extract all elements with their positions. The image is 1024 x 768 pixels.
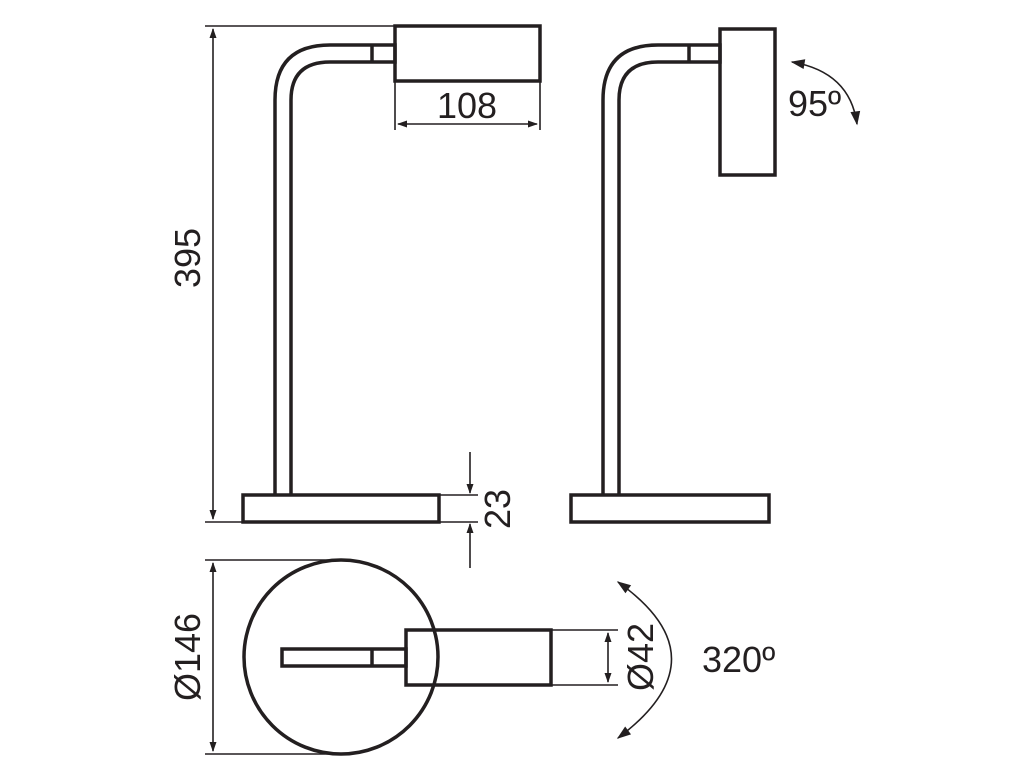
top-view-lamp-head	[404, 628, 553, 687]
shade-length-dimension: 108	[394, 81, 541, 130]
swivel-rotation-arrow	[616, 581, 673, 739]
shade-diameter-label: Ø42	[620, 623, 661, 691]
top-view-arm	[280, 647, 408, 668]
tilt-rotation-arrow	[790, 59, 861, 126]
side-view-lamp-head	[718, 27, 777, 177]
shade-diameter-dimension: Ø42	[551, 623, 661, 691]
base-height-dimension: 23	[439, 452, 518, 568]
shade-length-label: 108	[437, 85, 497, 126]
swivel-rotation-indicator: 320º	[616, 581, 775, 739]
front-view-arm	[273, 43, 397, 495]
tilt-rotation-indicator: 95º	[788, 59, 861, 126]
side-view-arm	[601, 43, 722, 495]
front-view	[241, 24, 542, 524]
tilt-rotation-label: 95º	[788, 83, 841, 124]
front-view-base	[241, 493, 441, 524]
base-diameter-label: Ø146	[167, 613, 208, 701]
base-diameter-dimension: Ø146	[167, 559, 341, 755]
side-view-base	[569, 493, 771, 524]
top-view-base-circle	[242, 558, 440, 756]
swivel-rotation-label: 320º	[702, 639, 775, 680]
height-dimension-label: 395	[167, 228, 208, 288]
height-dimension: 395	[167, 25, 395, 523]
base-height-label: 23	[477, 489, 518, 529]
side-view	[569, 27, 777, 524]
front-view-lamp-head	[393, 24, 542, 83]
top-view	[242, 558, 553, 756]
